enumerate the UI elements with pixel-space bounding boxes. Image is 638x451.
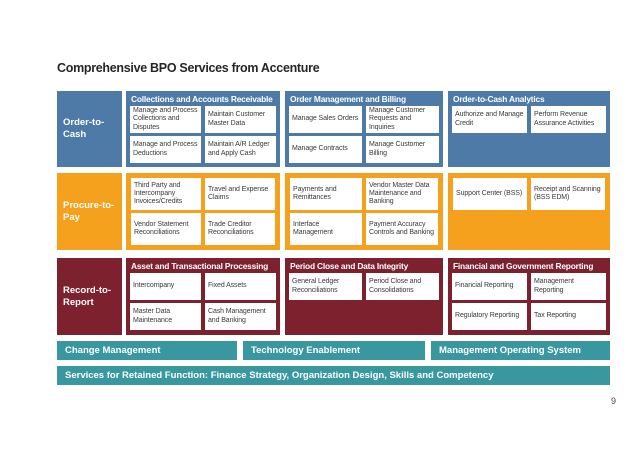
service-cell: Master Data Maintenance [130,303,201,330]
service-cell: General Ledger Reconciliations [289,273,362,300]
cell-group: Support Center (BSS) Receipt and Scannin… [448,173,610,215]
service-cell: Cash Management and Banking [205,303,276,330]
service-cell: Travel and Expense Claims [205,178,275,210]
bar-management-operating-system: Management Operating System [431,341,610,360]
service-cell: Third Party and Intercompany Invoices/Cr… [131,178,201,210]
service-cell: Manage Sales Orders [289,106,362,133]
cell-group: Authorize and Manage Credit Perform Reve… [448,106,610,137]
panel-invoices-and-claims: Third Party and Intercompany Invoices/Cr… [126,173,280,250]
service-cell: Vendor Master Data Maintenance and Banki… [366,178,438,210]
service-cell: Support Center (BSS) [453,178,527,210]
cell-group: Payments and Remittances Vendor Master D… [285,173,443,250]
cell-group: Financial Reporting Management Reporting… [448,273,610,335]
page-number: 9 [611,396,617,406]
panel-support-center: Support Center (BSS) Receipt and Scannin… [448,173,610,250]
row-label-order-to-cash: Order-to-Cash [57,91,122,167]
bar-services-for-retained-function: Services for Retained Function: Finance … [57,366,610,385]
panel-header: Period Close and Data Integrity [290,261,409,271]
service-cell: Vendor Statement Reconciliations [131,213,201,245]
panel-order-management-and-billing: Order Management and Billing Manage Sale… [285,91,443,167]
service-cell: Perform Revenue Assurance Activities [531,106,606,133]
panel-financial-and-government-reporting: Financial and Government Reporting Finan… [448,258,610,335]
service-cell: Manage Contracts [289,136,362,163]
panel-period-close-and-data-integrity: Period Close and Data Integrity General … [285,258,443,335]
service-cell: Manage Customer Billing [366,136,439,163]
service-cell: Authorize and Manage Credit [452,106,527,133]
service-cell: Financial Reporting [452,273,527,300]
service-cell: Payments and Remittances [290,178,362,210]
row-label-procure-to-pay: Procure-to-Pay [57,173,122,250]
panel-header: Collections and Accounts Receivable [131,94,273,104]
service-cell: Period Close and Consolidations [366,273,439,300]
slide-title: Comprehensive BPO Services from Accentur… [57,61,320,75]
cell-group: Manage Sales Orders Manage Customer Requ… [285,106,443,167]
services-grid: Order-to-Cash Collections and Accounts R… [57,91,610,335]
service-cell: Interface Management [290,213,362,245]
service-cell: Fixed Assets [205,273,276,300]
row-record-to-report: Record-to-Report Asset and Transactional… [57,258,610,335]
service-cell: Manage and Process Collections and Dispu… [130,106,201,133]
bar-technology-enablement: Technology Enablement [243,341,425,360]
row-label-record-to-report: Record-to-Report [57,258,122,335]
service-cell: Payment Accuracy Controls and Banking [366,213,438,245]
panel-header: Order-to-Cash Analytics [453,94,545,104]
service-cell: Trade Creditor Reconciliations [205,213,275,245]
panel-header: Asset and Transactional Processing [131,261,269,271]
row-procure-to-pay: Procure-to-Pay Third Party and Intercomp… [57,173,610,250]
service-cell: Manage and Process Deductions [130,136,201,163]
footer-bars: Change Management Technology Enablement … [57,341,610,360]
bar-change-management: Change Management [57,341,237,360]
cell-group: Manage and Process Collections and Dispu… [126,106,280,167]
panel-asset-and-transactional-processing: Asset and Transactional Processing Inter… [126,258,280,335]
service-cell: Maintain A/R Ledger and Apply Cash [205,136,276,163]
panel-collections-and-accounts-receivable: Collections and Accounts Receivable Mana… [126,91,280,167]
row-order-to-cash: Order-to-Cash Collections and Accounts R… [57,91,610,167]
panel-payments-and-vendor-data: Payments and Remittances Vendor Master D… [285,173,443,250]
cell-group: Intercompany Fixed Assets Master Data Ma… [126,273,280,335]
cell-group: Third Party and Intercompany Invoices/Cr… [126,173,280,250]
service-cell: Manage Customer Requests and Inquiries [366,106,439,133]
service-cell: Regulatory Reporting [452,303,527,330]
service-cell: Intercompany [130,273,201,300]
service-cell: Tax Reporting [531,303,606,330]
panel-header: Order Management and Billing [290,94,406,104]
panel-order-to-cash-analytics: Order-to-Cash Analytics Authorize and Ma… [448,91,610,167]
cell-group: General Ledger Reconciliations Period Cl… [285,273,443,305]
service-cell: Receipt and Scanning (BSS EDM) [531,178,605,210]
service-cell: Management Reporting [531,273,606,300]
service-cell: Maintain Customer Master Data [205,106,276,133]
panel-header: Financial and Government Reporting [453,261,594,271]
